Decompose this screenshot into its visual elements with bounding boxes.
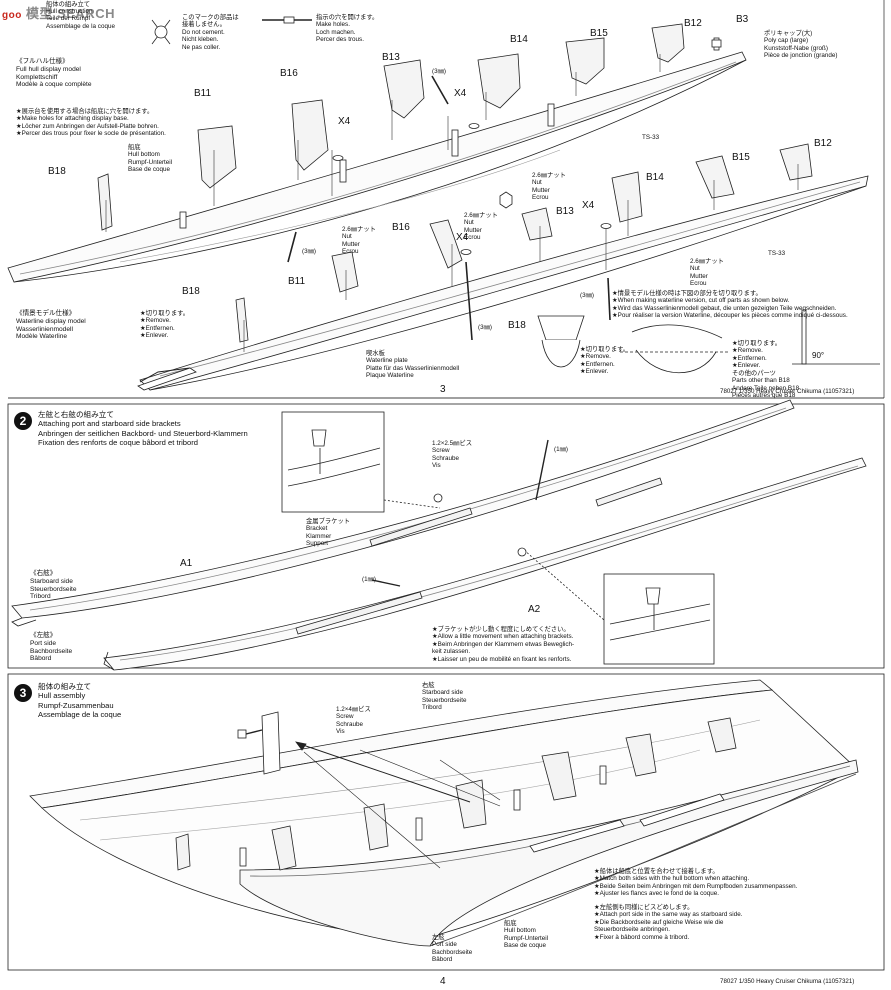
waterline-label: 《情景モデル仕様》 Waterline display model Wasser… [16,310,86,341]
step-3-starboard-label: 右舷 Starboard side Steuerbordseite Tribor… [422,682,467,712]
step-2-hole-size-1: (1㎜) [554,446,568,453]
page-number-4: 4 [440,976,446,987]
nut-label-b: 2.6㎜ナット Nut Mutter Ecrou [464,212,498,242]
part-x4-c: X4 [456,232,469,243]
watermark-latin-text: SEARCH [57,6,115,21]
hole-size-4: (3㎜) [580,292,594,299]
waterline-hull-drawing [137,143,880,391]
cut-note-3: ★切り取ります。 ★Remove. ★Entfernen. ★Enlever. [732,340,782,370]
step-3-port-label: 左舷 Port side Bachbordseite Bâbord [432,934,473,964]
port-side-attach-note: ★左舷側も同様にビスどめします。 ★Attach port side in th… [594,904,743,941]
hull-bottom-label: 船底 Hull bottom Rumpf-Unterteil Base de c… [128,144,173,174]
page-number-3: 3 [440,384,446,395]
part-b18-b: B18 [182,286,200,297]
step-2-hole-size-2: (1㎜) [362,576,376,583]
full-hull-drawing [7,23,747,283]
assembled-hull-drawing [29,679,859,947]
cut-note-2: ★切り取ります。 ★Remove. ★Entfernen. ★Enlever. [580,346,630,376]
make-holes-note: 指示の穴を開けます。 Make holes. Loch machen. Perc… [316,14,379,44]
nut-label-d: 2.6㎜ナット Nut Mutter Ecrou [690,258,724,288]
hull-header-jp: 船体の組み立て [46,1,91,8]
part-b3: B3 [736,14,749,25]
bracket-label: 金属ブラケット Bracket Klammer Support [306,518,351,548]
waterline-plate-label: 喫水板 Waterline plate Platte für das Wasse… [366,350,460,380]
nut-label-c: 2.6㎜ナット Nut Mutter Ecrou [342,226,376,256]
part-b14: B14 [510,34,528,45]
watermark-red-text: goo [2,10,22,21]
watermark-cn-text: 模型 [25,6,53,21]
part-b14-b: B14 [646,172,664,183]
part-b18: B18 [48,166,66,177]
angle-label: 90° [812,351,825,360]
page-4-footer: 78027 1/350 Heavy Cruiser Chikuma (11057… [720,978,855,985]
step-3-title: 船体の組み立て Hull assembly Rumpf-Zusammenbau … [38,682,122,720]
bracket-movement-note: ★ブラケットが少し動く程度にしめてください。 ★Allow a little m… [432,626,575,663]
cut-note: ★切り取ります。 ★Remove. ★Entfernen. ★Enlever. [140,310,190,340]
match-sides-note: ★船体は船底と位置を合わせて接着します。 ★Match both sides w… [594,868,798,898]
part-b13: B13 [382,52,400,63]
part-b16-b: B16 [392,222,410,233]
ts33-label-2: TS-33 [768,250,786,257]
page-3-footer: 78027 1/350 Heavy Cruiser Chikuma (11057… [720,388,855,395]
nut-label-a: 2.6㎜ナット Nut Mutter Ecrou [532,172,566,202]
hole-size-2: (3㎜) [302,248,316,255]
part-x4-2: X4 [338,116,351,127]
hole-size-1: (3㎜) [432,68,446,75]
polycap-icon [711,39,722,48]
part-b11-b: B11 [288,276,306,287]
part-x4-b: X4 [582,200,595,211]
part-a1: A1 [180,558,193,569]
watermark-logo: goo 模型 SEARCH [2,3,115,22]
part-b15-b: B15 [732,152,750,163]
starboard-side-strip [11,399,795,627]
step-3-screw-label: 1.2×4㎜ビス Screw Schraube Vis [336,706,371,736]
part-a2: A2 [528,604,541,615]
full-hull-label: 《フルハル仕様》 Full hull display model Komplet… [16,58,92,89]
port-side-strip [103,457,867,671]
step-2-screw-label: 1.2×2.5㎜ビス Screw Schraube Vis [432,440,473,470]
step-3-badge: 3 [14,684,32,702]
part-b15: B15 [590,28,608,39]
part-b18-c: B18 [508,320,526,331]
drill-icon [262,16,312,24]
part-b13-b: B13 [556,206,574,217]
part-b12: B12 [684,18,702,29]
part-b16: B16 [280,68,298,79]
port-side-label: 《左舷》 Port side Bachbordseite Bâbord [30,632,73,663]
polycap-label: ポリキャップ(大) Poly cap (large) Kunststoff-Na… [764,30,838,60]
ts33-label: TS-33 [642,134,660,141]
other-parts-label: その他のパーツ Parts other than B18 Andere Teil… [732,370,800,400]
hole-size-3: (3㎜) [478,324,492,331]
part-x4: X4 [454,88,467,99]
display-base-note: ★展示台を使用する場合は船底に穴を開けます。 ★Make holes for a… [16,108,166,138]
step-2-title: 左舷と右舷の組み立て Attaching port and starboard … [38,410,248,448]
part-b11: B11 [194,88,212,99]
step-3-hull-bottom-label: 船底 Hull bottom Rumpf-Unterteil Base de c… [504,920,549,950]
cement-mark-icon [151,19,171,45]
hull-construction-header: Hull construction Teile der Rumpf Assemb… [46,8,115,30]
waterline-cut-note: ★情景モデル仕様の時は下図の部分を切り取ります。 ★When making wa… [612,290,848,320]
starboard-side-label: 《右舷》 Starboard side Steuerbordseite Trib… [30,570,77,601]
part-b12-b: B12 [814,138,832,149]
step-2-badge: 2 [14,412,32,430]
no-cement-note: このマークの部品は 接着しません。 Do not cement. Nicht k… [182,14,239,51]
